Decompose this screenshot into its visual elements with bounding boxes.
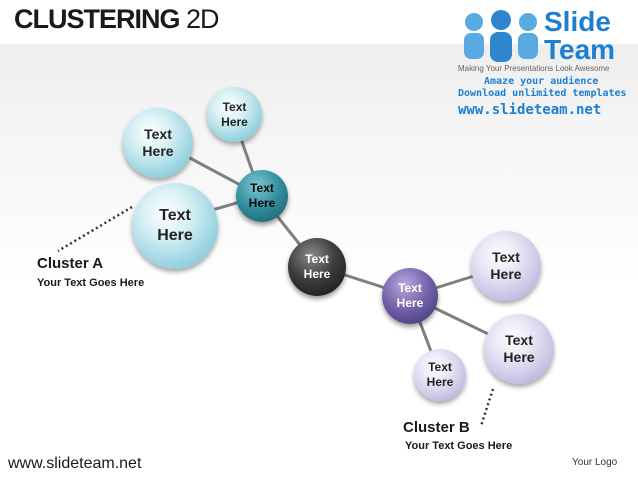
node-a-big: Text Here	[132, 183, 218, 269]
node-b-small: Text Here	[414, 349, 466, 401]
logo-promo-line2: Download unlimited templates	[458, 88, 627, 99]
cluster-b-subtitle: Your Text Goes Here	[405, 440, 513, 452]
node-a-hub: Text Here	[236, 170, 288, 222]
node-center: Text Here	[288, 238, 346, 296]
slideteam-logo: Slide Team Making Your Presentations Loo…	[458, 4, 634, 124]
node-b-top: Text Here	[471, 231, 541, 301]
logo-brand-line1: Slide	[544, 6, 611, 37]
node-a-left: Text Here	[123, 108, 193, 178]
leader-cluster-a	[57, 205, 133, 253]
cluster-a-title: Cluster A	[37, 255, 104, 272]
leader-cluster-b	[479, 388, 495, 427]
logo-url: www.slideteam.net	[458, 102, 602, 118]
title-suffix: 2D	[186, 4, 220, 34]
cluster-a-subtitle: Your Text Goes Here	[37, 277, 145, 289]
footer-logo-placeholder: Your Logo	[572, 457, 618, 468]
logo-brand-line2: Team	[544, 34, 616, 65]
people-icon	[464, 10, 538, 62]
logo-promo-line1: Amaze your audience	[484, 76, 599, 87]
title-main: CLUSTERING	[14, 4, 180, 34]
node-b-hub: Text Here	[382, 268, 438, 324]
node-b-right: Text Here	[484, 314, 554, 384]
slide-title: CLUSTERING 2D	[14, 4, 220, 35]
node-a-top: Text Here	[207, 87, 262, 142]
footer-url: www.slideteam.net	[8, 455, 142, 472]
cluster-b-title: Cluster B	[403, 419, 470, 436]
logo-tagline: Making Your Presentations Look Awesome	[458, 64, 610, 73]
